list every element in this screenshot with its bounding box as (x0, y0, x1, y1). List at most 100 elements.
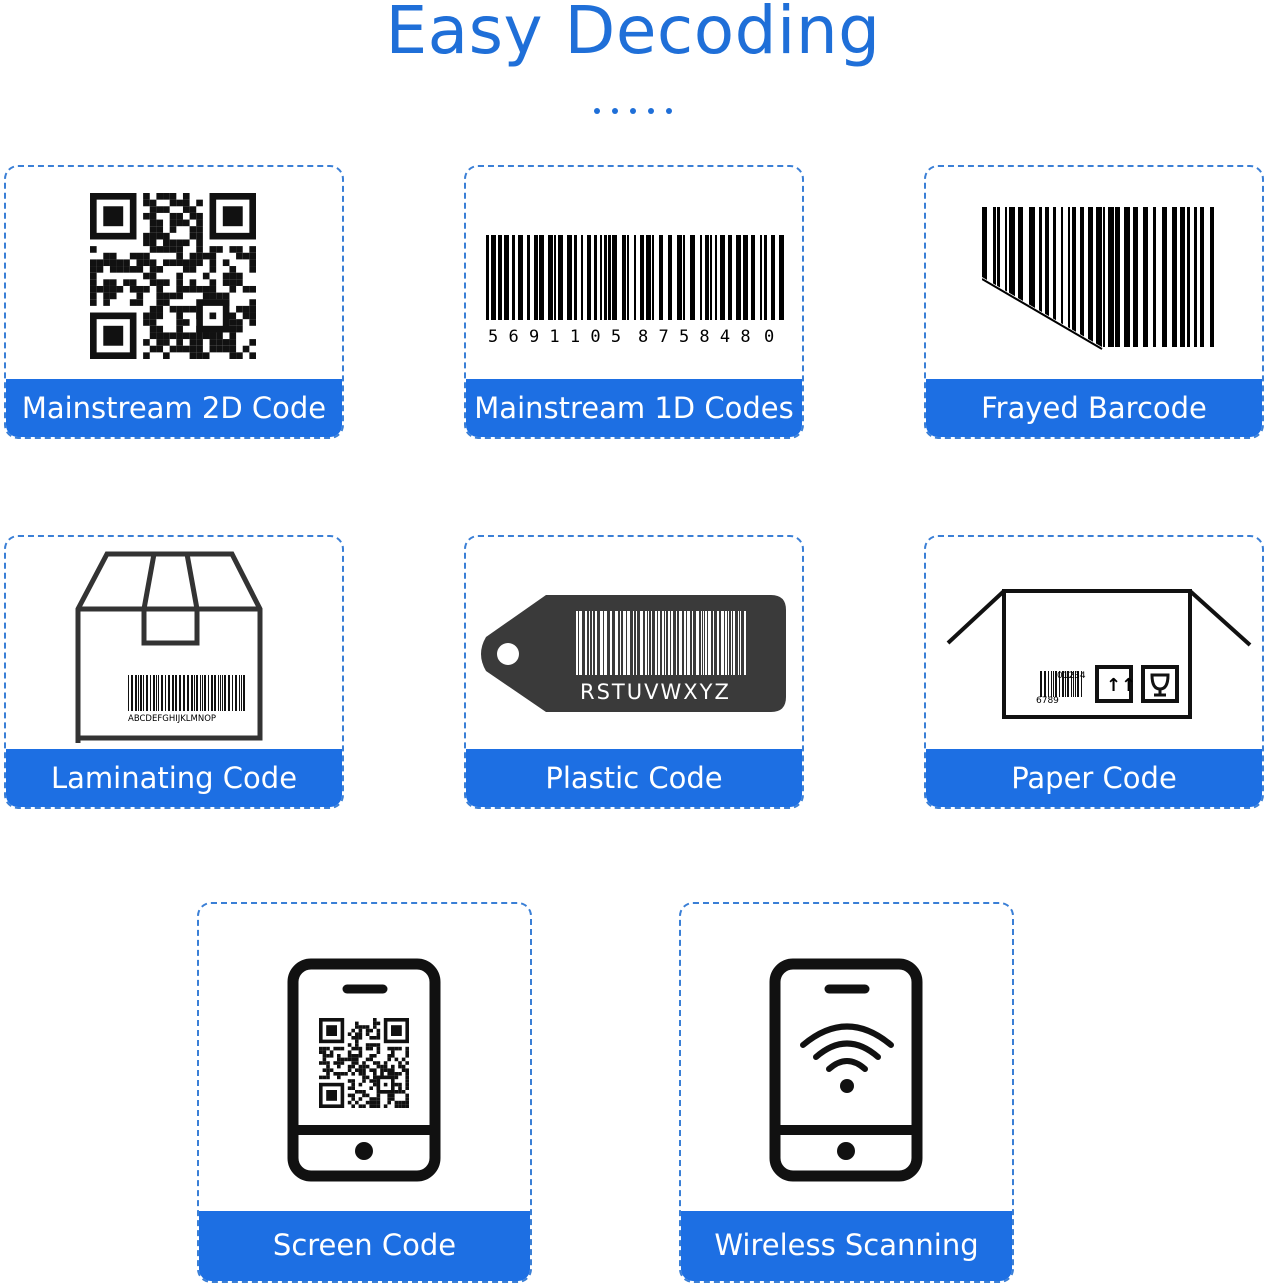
card-laminating-code: ABCDEFGHIJKLMNOP Laminating Code (4, 535, 344, 809)
barcode-bar (1068, 207, 1070, 347)
barcode-bar (1039, 207, 1042, 347)
barcode-bar (175, 675, 177, 711)
barcode-bar (1061, 207, 1063, 347)
barcode-bar (1071, 671, 1072, 697)
barcode-bar (165, 675, 166, 711)
barcode-bar (1143, 207, 1148, 347)
barcode-bar (622, 235, 626, 320)
barcode-bar (592, 611, 593, 675)
barcode-bar (668, 611, 670, 675)
svg-text:↑↑: ↑↑ (1106, 675, 1136, 696)
barcode-bar (665, 611, 666, 675)
barcode-bar (554, 235, 556, 320)
decorative-dots (0, 99, 1266, 118)
barcode-bar (228, 675, 230, 711)
svg-text:RSTUVWXYZ: RSTUVWXYZ (580, 680, 731, 704)
barcode-icon: 5 6 9 1 1 0 5 8 7 5 8 4 8 0 (486, 235, 784, 347)
barcode-bar (738, 611, 739, 675)
barcode-bar (589, 611, 590, 675)
barcode-bar (671, 611, 673, 675)
barcode-bar (993, 207, 996, 347)
barcode-bar (655, 611, 657, 675)
barcode-bar (548, 235, 553, 320)
barcode-bar (156, 675, 157, 711)
barcode-bar (179, 675, 181, 711)
barcode-bar (725, 611, 727, 675)
barcode-bar (196, 675, 198, 711)
barcode-bar (135, 675, 137, 711)
barcode-bar (703, 611, 704, 675)
card-label: Plastic Code (466, 749, 802, 807)
barcode-bar (1081, 671, 1082, 697)
card-label: Mainstream 2D Code (6, 379, 342, 437)
barcode-bar (668, 235, 672, 320)
barcode-bar (1194, 207, 1197, 347)
barcode-bar (595, 611, 597, 675)
barcode-bar (982, 207, 987, 347)
barcode-bar (587, 235, 591, 320)
barcode-bar (214, 675, 216, 711)
barcode-bar (997, 207, 1000, 347)
barcode-bar (594, 235, 597, 320)
barcode-bar (633, 611, 634, 675)
barcode-bar (1018, 207, 1023, 347)
barcode-bar (1053, 207, 1056, 347)
barcode-bar (486, 235, 489, 320)
barcode-bar (1180, 207, 1185, 347)
card-wireless-scanning: Wireless Scanning (679, 902, 1014, 1283)
barcode-bar (640, 611, 643, 675)
barcode-bar (645, 611, 647, 675)
barcode-bar (1096, 207, 1102, 347)
card-frayed-barcode: Frayed Barcode (924, 165, 1264, 439)
card-paper-code: 01234 6789 ↑↑ Paper Code (924, 535, 1264, 809)
card-label: Screen Code (199, 1211, 530, 1281)
barcode-bar (534, 235, 538, 320)
barcode-bar (627, 235, 629, 320)
barcode-bar (204, 675, 206, 711)
barcode-bar (220, 675, 221, 711)
barcode-bar (235, 675, 237, 711)
barcode-bar (620, 611, 621, 675)
svg-text:8 7 5 8 4 8: 8 7 5 8 4 8 (638, 327, 751, 347)
barcode-bar (567, 235, 572, 320)
barcode-bar (579, 611, 582, 675)
barcode-bar (200, 675, 201, 711)
barcode-bar (208, 675, 209, 711)
barcode-bar (1053, 671, 1054, 697)
barcode-bar (1065, 671, 1066, 697)
barcode-bar (713, 611, 714, 675)
barcode-bar (491, 235, 496, 320)
barcode-bar (740, 611, 741, 675)
card-label: Frayed Barcode (926, 379, 1262, 437)
barcode-bar (194, 675, 195, 711)
barcode-bar (222, 675, 223, 711)
barcode-bar (158, 675, 159, 711)
phone-qr-icon (287, 958, 441, 1182)
barcode-bar (696, 611, 699, 675)
barcode-bar (1040, 671, 1042, 697)
barcode-bar (191, 675, 193, 711)
barcode-bar (676, 611, 677, 675)
barcode-bar (161, 675, 163, 711)
barcode-bar (1108, 207, 1114, 347)
barcode-bar (646, 235, 651, 320)
open-box-icon: 01234 6789 ↑↑ (946, 589, 1252, 719)
barcode-bar (224, 675, 226, 711)
barcode-bar (153, 675, 155, 711)
barcode-bar (1067, 671, 1069, 697)
barcode-bar (764, 235, 767, 320)
svg-text:01234: 01234 (1057, 671, 1086, 681)
barcode-bar (721, 611, 724, 675)
barcode-bar (743, 235, 748, 320)
barcode-bar (574, 235, 577, 320)
barcode-bar (623, 611, 626, 675)
barcode-bar (1055, 671, 1057, 697)
page-title: Easy Decoding (385, 0, 881, 69)
barcode-bar (1075, 671, 1076, 697)
svg-text:0: 0 (764, 327, 774, 347)
barcode-bar (733, 611, 735, 675)
barcode-bar (1124, 207, 1130, 347)
barcode-bar (218, 675, 219, 711)
barcode-bar (760, 235, 762, 320)
barcode-bar (518, 235, 523, 320)
